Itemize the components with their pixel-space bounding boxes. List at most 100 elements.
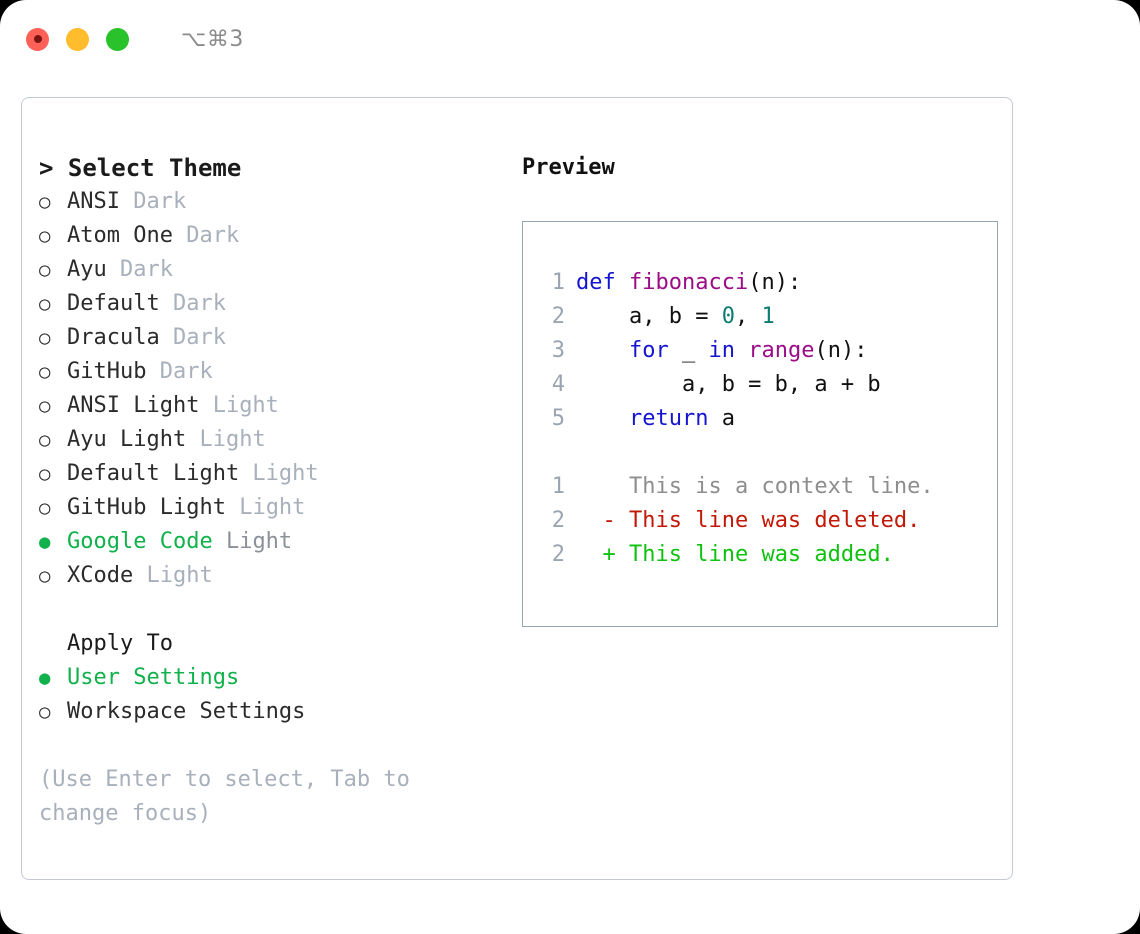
apply-to-header: Apply To (67, 631, 173, 656)
code-token-kw: for (628, 338, 669, 363)
radio-unselected-icon: ○ (39, 429, 51, 451)
theme-item-9[interactable]: ○GitHub Light Light (39, 491, 509, 525)
diff-line-number: 2 (551, 508, 565, 533)
diff-text-ctx: This is a context line. (615, 474, 934, 499)
theme-item-label: Google Code (67, 529, 213, 554)
title-bar: ⌥⌘3 (0, 0, 1140, 78)
code-token-plain: (n): (814, 338, 868, 363)
apply-to-list[interactable]: ● User Settings ○ Workspace Settings (39, 661, 509, 729)
code-token-kw: in (708, 338, 735, 363)
zoom-button[interactable] (106, 27, 129, 51)
radio-unselected-icon: ○ (39, 191, 51, 213)
theme-list[interactable]: ○ANSI Dark○Atom One Dark○Ayu Dark○Defaul… (39, 185, 509, 593)
code-token-plain: a (708, 406, 735, 431)
theme-item-label: XCode (67, 563, 134, 588)
radio-unselected-icon: ○ (39, 497, 51, 519)
apply-option-label: User Settings (67, 665, 240, 690)
code-token-plain: (n): (748, 270, 802, 295)
diff-line-2: 2 + This line was added. (537, 538, 997, 572)
radio-unselected-icon: ○ (39, 701, 51, 723)
diff-line-number: 1 (551, 474, 565, 499)
code-token-kw: return (628, 406, 709, 431)
theme-item-label: Ayu Light (67, 427, 187, 452)
code-line-1: 2 a, b = 0, 1 (537, 300, 997, 334)
apply-option-1[interactable]: ○ Workspace Settings (39, 695, 509, 729)
radio-unselected-icon: ○ (39, 293, 51, 315)
theme-item-0[interactable]: ○ ANSI Dark (39, 185, 509, 219)
diff-marker-add: + (576, 542, 616, 567)
radio-unselected-icon: ○ (39, 327, 51, 349)
code-token-plain (576, 402, 629, 436)
theme-item-suffix: Light (186, 427, 266, 452)
theme-item-suffix: Dark (146, 359, 213, 384)
radio-unselected-icon: ○ (39, 225, 51, 247)
close-button[interactable] (26, 27, 49, 51)
theme-item-label: Atom One (67, 223, 173, 248)
theme-item-2[interactable]: ○Ayu Dark (39, 253, 509, 287)
theme-item-suffix: Dark (119, 189, 187, 214)
theme-item-label: Dracula (67, 325, 160, 350)
window-controls (26, 27, 129, 51)
keyboard-hint-text: (Use Enter to select, Tab to change focu… (39, 767, 424, 826)
radio-selected-icon: ● (39, 667, 51, 689)
diff-marker-ctx (576, 470, 616, 504)
theme-item-suffix: Dark (159, 291, 226, 316)
code-line-4: 5 return a (537, 402, 997, 436)
theme-item-8[interactable]: ○Default Light Light (39, 457, 509, 491)
keyboard-shortcut-label: ⌥⌘3 (181, 26, 244, 52)
minimize-button[interactable] (66, 27, 89, 51)
theme-item-label: ANSI (67, 189, 120, 214)
theme-item-10[interactable]: ● Google Code Light (39, 525, 509, 559)
code-line-number: 2 (551, 304, 565, 329)
diff-text-del: This line was deleted. (615, 508, 921, 533)
radio-selected-icon: ● (39, 531, 51, 553)
code-line-3: 4 a, b = b, a + b (537, 368, 997, 402)
theme-list-column: > Select Theme ○ANSI Dark○Atom One Dark○… (39, 151, 509, 831)
code-token-plain: , (734, 304, 762, 329)
radio-unselected-icon: ○ (39, 395, 51, 417)
diff-text-add: This line was added. (615, 542, 894, 567)
theme-item-11[interactable]: ○XCode Light (39, 559, 509, 593)
code-token-plain (735, 334, 748, 368)
diff-line-number: 2 (551, 542, 565, 567)
theme-item-suffix: Light (212, 529, 293, 554)
theme-item-label: Default (67, 291, 160, 316)
theme-item-3[interactable]: ○ Default Dark (39, 287, 509, 321)
code-token-num: 1 (761, 304, 775, 329)
theme-item-6[interactable]: ○ ANSI Light Light (39, 389, 509, 423)
apply-option-0[interactable]: ● User Settings (39, 661, 509, 695)
theme-item-suffix: Light (199, 393, 279, 418)
radio-unselected-icon: ○ (39, 259, 51, 281)
preview-title: Preview (522, 155, 615, 180)
theme-item-label: ANSI Light (67, 393, 200, 418)
code-token-fn: range (748, 338, 815, 363)
radio-unselected-icon: ○ (39, 463, 51, 485)
theme-item-5[interactable]: ○GitHub Dark (39, 355, 509, 389)
diff-line-1: 2 - This line was deleted. (537, 504, 997, 538)
diff-line-0: 1 This is a context line. (537, 470, 997, 504)
theme-item-4[interactable]: ○ Dracula Dark (39, 321, 509, 355)
code-token-plain: a, b = (576, 304, 722, 329)
code-line-number: 5 (551, 406, 565, 431)
code-token-kw: def (576, 270, 629, 295)
code-token-plain (576, 334, 629, 368)
theme-item-label: GitHub (67, 359, 147, 384)
code-token-num: 0 (721, 304, 735, 329)
diff-marker-del: - (576, 508, 616, 533)
code-line-2: 3 for _ in range(n): (537, 334, 997, 368)
theme-item-suffix: Dark (159, 325, 226, 350)
theme-item-label: GitHub Light (67, 495, 226, 520)
main-panel: > Select Theme ○ANSI Dark○Atom One Dark○… (21, 97, 1013, 880)
diff-sample: 1 This is a context line.2 - This line w… (537, 470, 997, 572)
theme-item-suffix: Dark (106, 257, 173, 282)
theme-item-1[interactable]: ○Atom One Dark (39, 219, 509, 253)
theme-item-suffix: Light (239, 461, 319, 486)
theme-item-7[interactable]: ○ Ayu Light Light (39, 423, 509, 457)
theme-item-suffix: Light (133, 563, 213, 588)
apply-option-label: Workspace Settings (67, 699, 306, 724)
